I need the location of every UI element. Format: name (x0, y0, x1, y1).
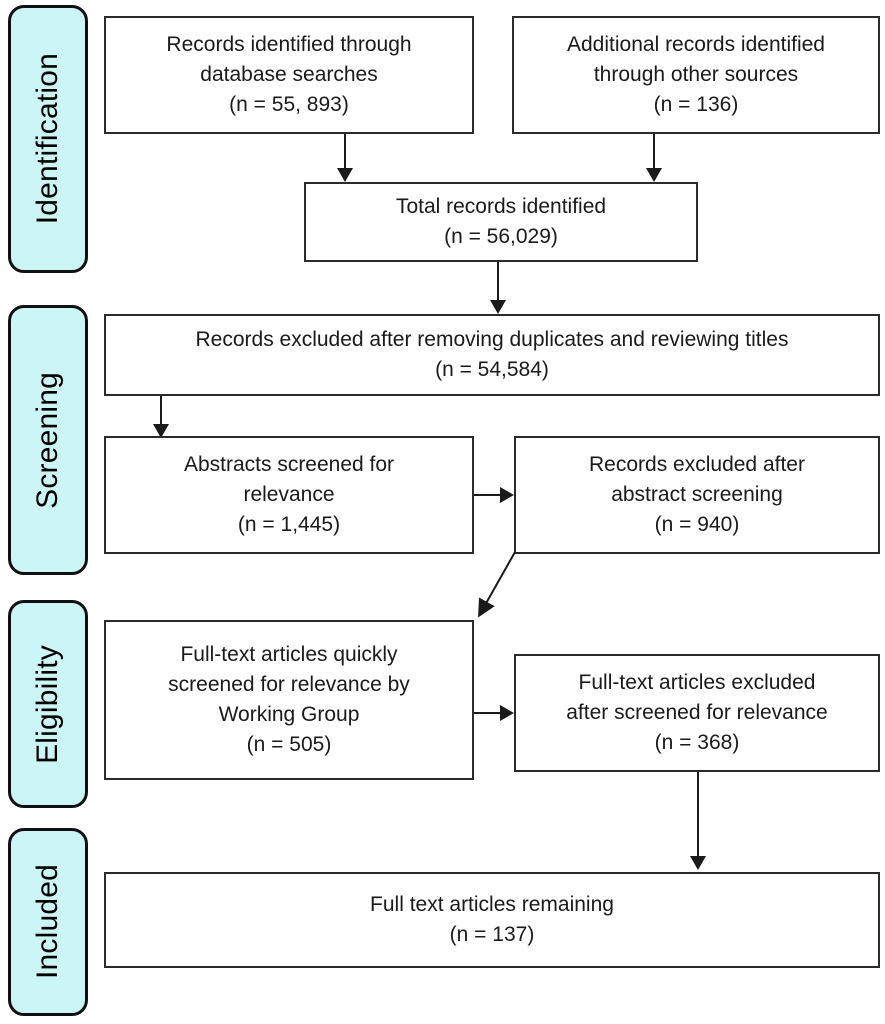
arrowhead-fulltext-to-excluded (500, 705, 514, 721)
box-fulltext-excluded: Full-text articles excluded after screen… (514, 654, 880, 772)
arrowhead-database-to-total (337, 168, 353, 182)
box-records-excluded-duplicates: Records excluded after removing duplicat… (104, 314, 880, 396)
arrowhead-excluded-to-remaining (690, 856, 706, 870)
connector-excluded-to-remaining (697, 772, 699, 860)
connector-diagonal-to-fulltext (478, 551, 516, 618)
connector-fulltext-to-excluded (474, 712, 502, 714)
connector-other-to-total (653, 134, 655, 170)
stage-label-eligibility: Eligibility (31, 644, 64, 764)
box-records-excluded-abstract: Records excluded after abstract screenin… (514, 436, 880, 554)
box-total-records: Total records identified (n = 56,029) (304, 182, 698, 262)
box-records-other-sources: Additional records identified through ot… (512, 16, 880, 134)
stage-label-included: Included (31, 864, 64, 980)
box-fulltext-remaining: Full text articles remaining (n = 137) (104, 872, 880, 968)
arrowhead-total-to-excluded (490, 300, 506, 314)
box-fulltext-screened: Full-text articles quickly screened for … (104, 620, 474, 780)
arrowhead-abstracts-to-excluded (500, 487, 514, 503)
connector-excluded-to-abstracts (160, 396, 162, 428)
connector-abstracts-to-excluded (474, 494, 502, 496)
box-records-database: Records identified through database sear… (104, 16, 474, 134)
arrowhead-excluded-to-abstracts (153, 424, 169, 438)
connector-database-to-total (344, 134, 346, 170)
stage-pill-included: Included (8, 828, 88, 1016)
stage-label-screening: Screening (31, 371, 64, 509)
arrowhead-other-to-total (646, 168, 662, 182)
stage-pill-eligibility: Eligibility (8, 600, 88, 808)
stage-label-identification: Identification (31, 53, 64, 225)
connector-total-to-excluded (497, 262, 499, 304)
stage-pill-identification: Identification (8, 5, 88, 273)
box-abstracts-screened: Abstracts screened for relevance (n = 1,… (104, 436, 474, 554)
stage-pill-screening: Screening (8, 305, 88, 575)
